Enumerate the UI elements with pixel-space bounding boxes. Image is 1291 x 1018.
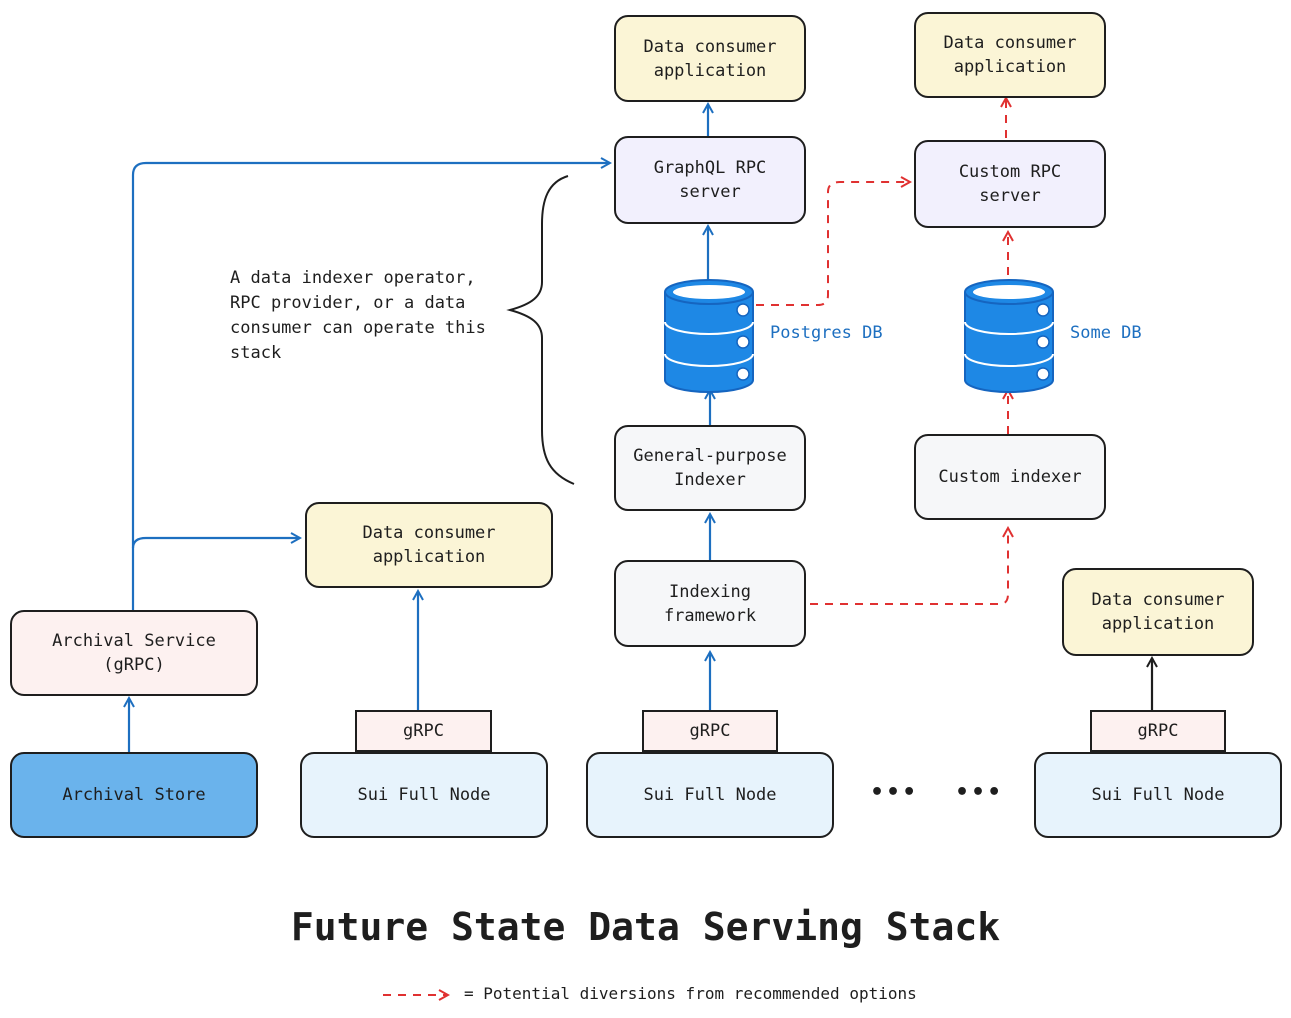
graphql-rpc-server-node: GraphQL RPC server: [614, 136, 806, 224]
grpc-tag-3: gRPC: [1090, 710, 1226, 752]
postgres-db-label: Postgres DB: [770, 323, 883, 343]
diagram-title: Future State Data Serving Stack: [290, 905, 1001, 949]
grpc-tag-2: gRPC: [642, 710, 778, 752]
general-purpose-indexer-node: General-purpose Indexer: [614, 425, 806, 511]
some-db-icon: [964, 279, 1054, 393]
legend-text: = Potential diversions from recommended …: [464, 984, 917, 1003]
sui-full-node-2: Sui Full Node: [586, 752, 834, 838]
dashed-framework-to-custom-indexer: [810, 528, 1008, 605]
dashed-postgres-to-custom-rpc: [756, 182, 910, 306]
custom-indexer-node: Custom indexer: [914, 434, 1106, 520]
ellipsis-1: •••: [870, 780, 919, 805]
sui-full-node-1: Sui Full Node: [300, 752, 548, 838]
consumer-top-center-node: Data consumer application: [614, 15, 806, 102]
custom-rpc-server-node: Custom RPC server: [914, 140, 1106, 228]
consumer-top-right-node: Data consumer application: [914, 12, 1106, 98]
arrow-archival-to-graphql: [131, 163, 610, 610]
postgres-db-icon: [664, 279, 754, 393]
consumer-right-node: Data consumer application: [1062, 568, 1254, 656]
curly-brace: [506, 175, 575, 485]
arrow-archival-to-consumer: [131, 538, 300, 549]
archival-store-node: Archival Store: [10, 752, 258, 838]
some-db-label: Some DB: [1070, 323, 1142, 343]
archival-service-node: Archival Service (gRPC): [10, 610, 258, 696]
ellipsis-2: •••: [955, 780, 1004, 805]
consumer-middle-node: Data consumer application: [305, 502, 553, 588]
grpc-tag-1: gRPC: [355, 710, 492, 752]
operator-note: A data indexer operator, RPC provider, o…: [230, 268, 486, 363]
sui-full-node-3: Sui Full Node: [1034, 752, 1282, 838]
indexing-framework-node: Indexing framework: [614, 560, 806, 647]
